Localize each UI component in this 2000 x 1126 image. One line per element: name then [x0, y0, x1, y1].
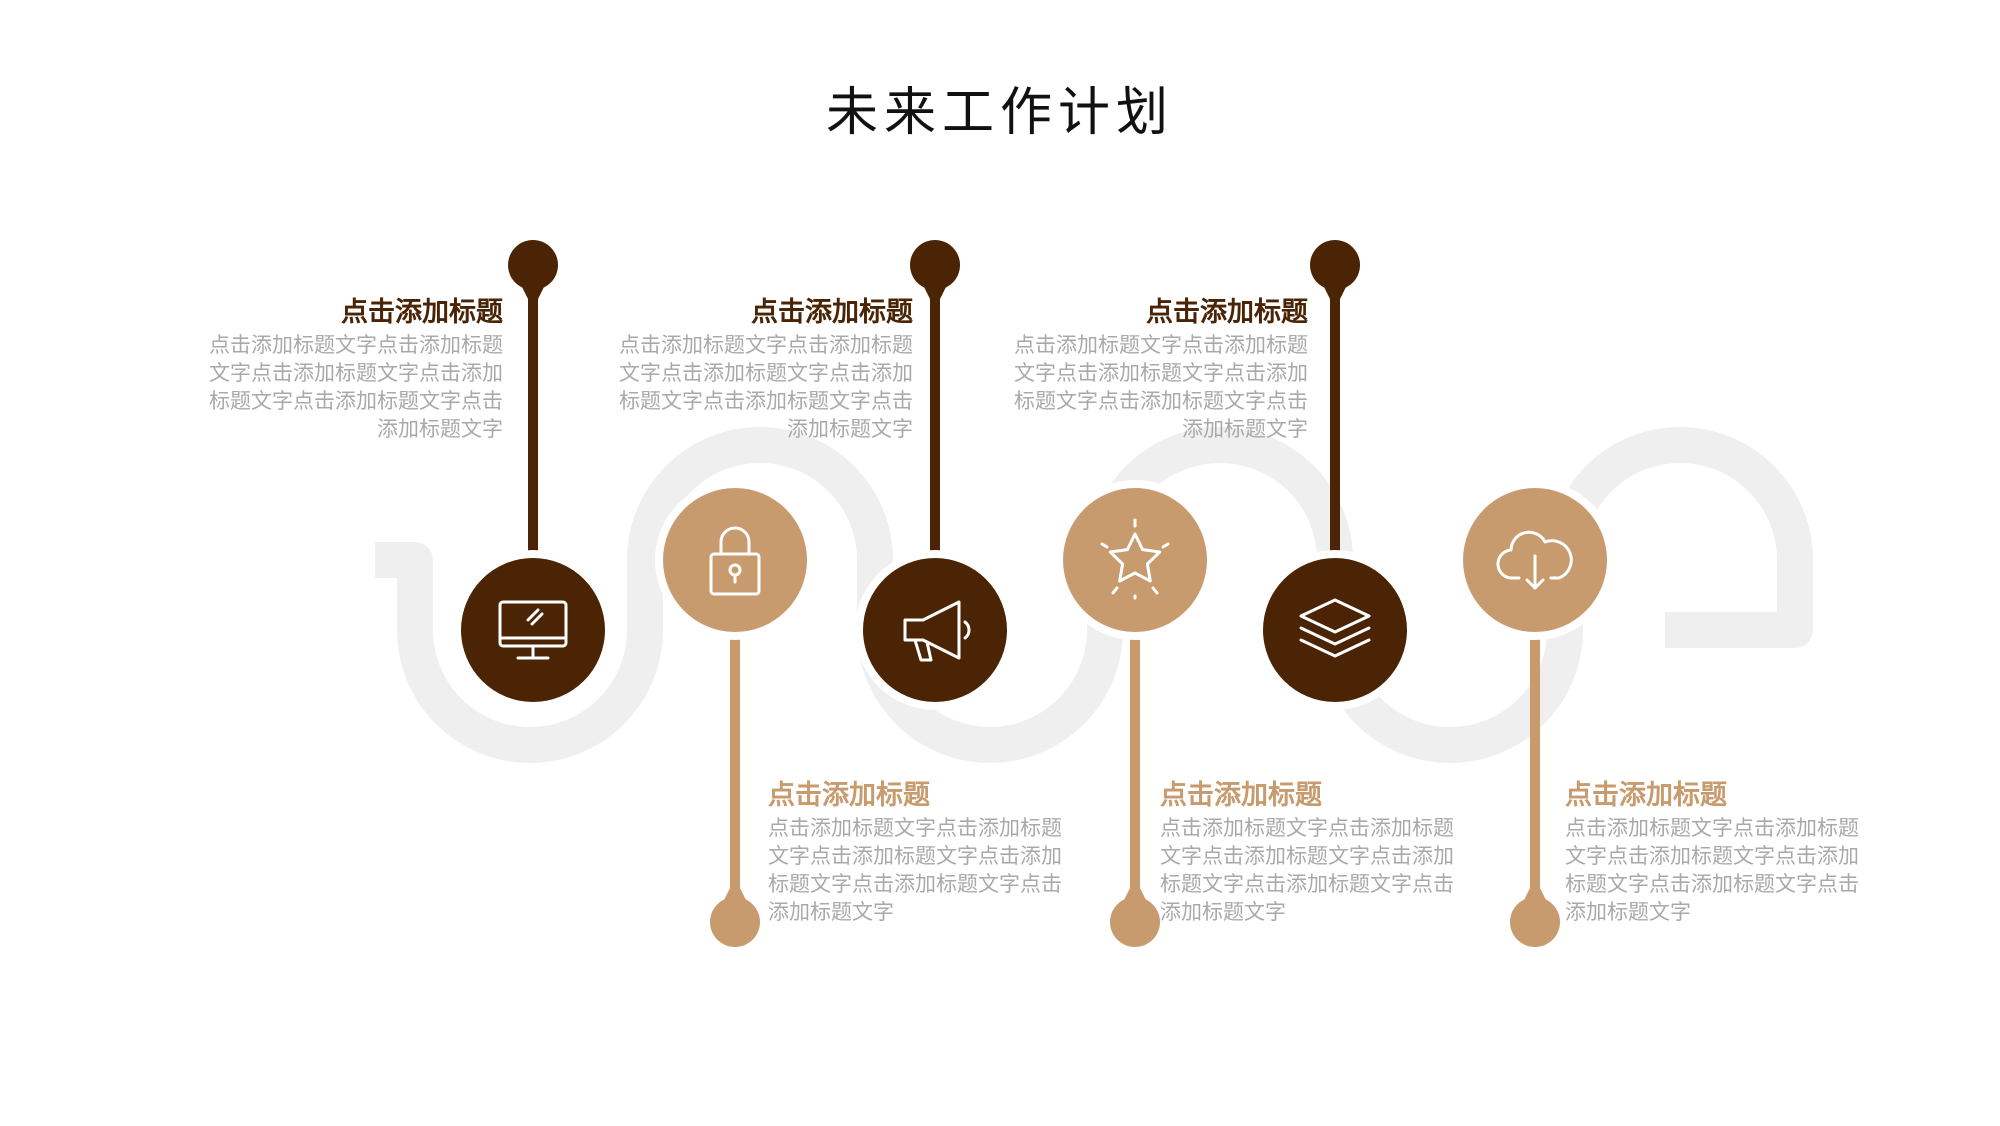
- step-5-body-line-1: 点击添加标题文字点击添加标题: [1014, 333, 1308, 357]
- step-6-title: 点击添加标题: [1565, 780, 1727, 811]
- step-5-body-line-2: 文字点击添加标题文字点击添加: [1014, 361, 1308, 385]
- step-4-body-line-2: 文字点击添加标题文字点击添加: [1160, 844, 1454, 868]
- step-5-pin-dot: [1310, 240, 1360, 290]
- step-4-body-line-3: 标题文字点击添加标题文字点击: [1160, 872, 1454, 896]
- step-1-title: 点击添加标题: [341, 297, 503, 328]
- step-2-title: 点击添加标题: [768, 780, 930, 811]
- step-1-body-line-4: 添加标题文字: [377, 417, 503, 441]
- cloud-download-icon: [1496, 530, 1573, 590]
- step-1-pin-dot: [508, 240, 558, 290]
- step-6-pin-dot: [1510, 897, 1560, 947]
- step-2-body-line-3: 标题文字点击添加标题文字点击: [768, 872, 1062, 896]
- step-2-text: 点击添加标题 点击添加标题文字点击添加标题 文字点击添加标题文字点击添加 标题文…: [768, 778, 1098, 926]
- step-3-text: 点击添加标题 点击添加标题文字点击添加标题 文字点击添加标题文字点击添加 标题文…: [583, 295, 913, 443]
- step-3-body-line-3: 标题文字点击添加标题文字点击: [619, 389, 913, 413]
- step-6-body-line-1: 点击添加标题文字点击添加标题: [1565, 816, 1859, 840]
- step-1-body-line-1: 点击添加标题文字点击添加标题: [209, 333, 503, 357]
- step-5-body-line-4: 添加标题文字: [1182, 417, 1308, 441]
- step-3-body-line-4: 添加标题文字: [787, 417, 913, 441]
- layers-icon: [1299, 598, 1371, 658]
- step-1-body-line-3: 标题文字点击添加标题文字点击: [209, 389, 503, 413]
- step-3-body-line-2: 文字点击添加标题文字点击添加: [619, 361, 913, 385]
- step-4-text: 点击添加标题 点击添加标题文字点击添加标题 文字点击添加标题文字点击添加 标题文…: [1160, 778, 1490, 926]
- lock-icon: [709, 526, 761, 596]
- step-5-body-line-3: 标题文字点击添加标题文字点击: [1014, 389, 1308, 413]
- step-5-text: 点击添加标题 点击添加标题文字点击添加标题 文字点击添加标题文字点击添加 标题文…: [978, 295, 1308, 443]
- step-5-title: 点击添加标题: [1146, 297, 1308, 328]
- step-5-circle: [1263, 558, 1407, 702]
- star-icon: [1100, 518, 1170, 600]
- step-3-title: 点击添加标题: [751, 297, 913, 328]
- step-3-pin-dot: [910, 240, 960, 290]
- page-title: 未来工作计划: [825, 83, 1174, 143]
- step-6-body-line-2: 文字点击添加标题文字点击添加: [1565, 844, 1859, 868]
- step-3-circle: [863, 558, 1007, 702]
- monitor-icon: [498, 600, 568, 660]
- step-2-body-line-4: 添加标题文字: [768, 900, 894, 924]
- step-2-pin-dot: [710, 897, 760, 947]
- step-6-body-line-4: 添加标题文字: [1565, 900, 1691, 924]
- step-4-body-line-1: 点击添加标题文字点击添加标题: [1160, 816, 1454, 840]
- step-2-body-line-1: 点击添加标题文字点击添加标题: [768, 816, 1062, 840]
- step-4-circle: [1063, 488, 1207, 632]
- step-1-circle: [461, 558, 605, 702]
- megaphone-icon: [903, 600, 971, 662]
- step-4-pin-dot: [1110, 897, 1160, 947]
- step-4-body-line-4: 添加标题文字: [1160, 900, 1286, 924]
- step-2-circle: [663, 488, 807, 632]
- step-4-title: 点击添加标题: [1160, 780, 1322, 811]
- step-2-body-line-2: 文字点击添加标题文字点击添加: [768, 844, 1062, 868]
- step-3-body-line-1: 点击添加标题文字点击添加标题: [619, 333, 913, 357]
- step-1-text: 点击添加标题 点击添加标题文字点击添加标题 文字点击添加标题文字点击添加 标题文…: [173, 295, 503, 443]
- step-1-body-line-2: 文字点击添加标题文字点击添加: [209, 361, 503, 385]
- step-6-text: 点击添加标题 点击添加标题文字点击添加标题 文字点击添加标题文字点击添加 标题文…: [1565, 778, 1895, 926]
- step-6-body-line-3: 标题文字点击添加标题文字点击: [1565, 872, 1859, 896]
